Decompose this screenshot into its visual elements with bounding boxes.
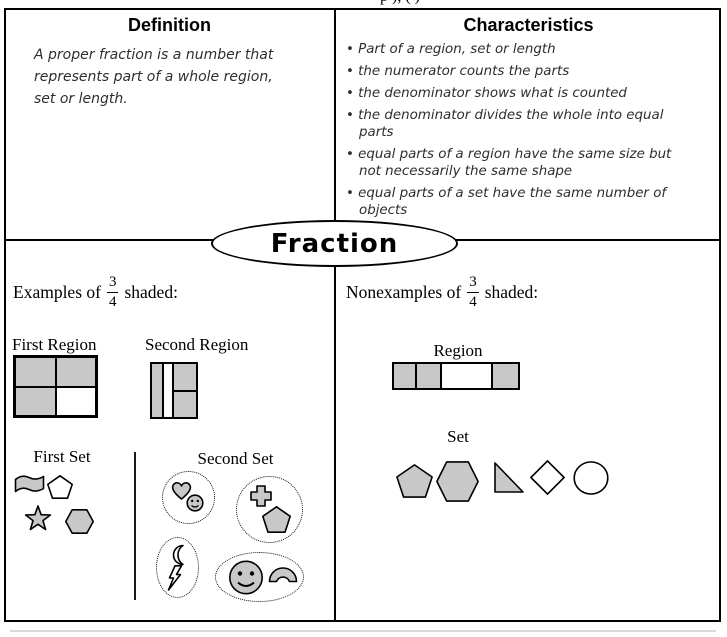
region-part-unshaded — [164, 364, 174, 417]
definition-title: Definition — [128, 15, 211, 35]
pentagon-icon — [396, 464, 433, 498]
nonexample-region-label: Region — [433, 341, 483, 360]
first-set-label: First Set — [33, 447, 91, 466]
characteristic-item: the denominator shows what is counted — [346, 85, 694, 102]
second-set-label: Second Set — [197, 449, 274, 468]
lightning-bolt-icon — [167, 565, 183, 591]
characteristic-item: the denominator divides the whole into e… — [346, 107, 694, 141]
diamond-icon — [530, 460, 565, 495]
characteristics-title: Characteristics — [463, 15, 594, 35]
vertical-divider — [334, 8, 336, 622]
crescent-moon-icon — [172, 544, 184, 566]
fraction-numerator: 3 — [467, 274, 479, 293]
set-group-heart-smiley — [162, 471, 215, 524]
characteristic-item: equal parts of a region have the same si… — [346, 146, 694, 180]
pentagon-icon — [47, 475, 74, 500]
pentagon-icon — [262, 506, 292, 534]
first-region-label: First Region — [12, 335, 97, 354]
second-region-figure — [150, 362, 198, 419]
characteristics-list: Part of a region, set or length the nume… — [346, 41, 694, 224]
region-part-shaded — [55, 357, 96, 387]
characteristic-item: equal parts of a set have the same numbe… — [346, 185, 694, 219]
region-part-shaded — [394, 364, 417, 388]
second-region-label: Second Region — [145, 335, 249, 354]
cross-icon — [250, 485, 272, 507]
nonexamples-heading-suffix: shaded: — [484, 281, 539, 302]
region-part-shaded — [417, 364, 442, 388]
characteristic-item: the numerator counts the parts — [346, 63, 694, 80]
definition-line: represents part of a whole region, — [34, 69, 273, 85]
region-part-shaded — [174, 392, 196, 417]
flag-icon — [14, 475, 45, 493]
fraction-numerator: 3 — [106, 274, 119, 293]
region-part-unshaded — [55, 386, 96, 416]
region-part-shaded — [15, 357, 56, 387]
nonexamples-heading-prefix: Nonexamples of — [346, 281, 462, 302]
region-part-shaded — [15, 386, 56, 416]
examples-heading-prefix: Examples of — [13, 281, 101, 302]
hexagon-icon — [436, 461, 479, 502]
fraction-denominator: 4 — [469, 293, 477, 310]
circle-icon — [573, 461, 609, 495]
nonexample-set-label: Set — [447, 427, 469, 446]
set-group-moon-lightning — [156, 537, 199, 598]
scan-shadow-line — [10, 630, 716, 632]
region-part-shaded — [493, 364, 518, 388]
topic-label: Fraction — [270, 228, 399, 259]
nonexample-region-figure — [392, 362, 520, 390]
set-group-smiley-rainbow — [215, 552, 304, 602]
region-part-shaded — [152, 364, 164, 417]
examples-heading-suffix: shaded: — [124, 281, 178, 302]
region-part-shaded — [174, 364, 196, 392]
cropped-title-fragment: p ), ( ) — [380, 0, 530, 7]
worksheet-frame — [4, 8, 721, 622]
fraction-denominator: 4 — [108, 293, 117, 310]
definition-line: set or length. — [34, 91, 128, 107]
rainbow-icon — [268, 567, 298, 583]
heart-icon — [171, 482, 192, 500]
center-topic-oval: Fraction — [211, 220, 458, 267]
definition-line: A proper fraction is a number that — [34, 47, 274, 63]
sets-divider-line — [134, 452, 136, 600]
definition-text: A proper fraction is a number that repre… — [34, 44, 314, 110]
hexagon-icon — [65, 509, 95, 535]
set-group-cross-pentagon — [236, 476, 303, 543]
smiley-face-icon — [186, 494, 204, 512]
region-part-unshaded — [442, 364, 493, 388]
smiley-face-icon — [228, 560, 264, 595]
characteristic-item: Part of a region, set or length — [346, 41, 694, 58]
star-icon — [24, 505, 52, 531]
first-region-figure — [13, 355, 98, 418]
right-triangle-icon — [494, 462, 524, 493]
